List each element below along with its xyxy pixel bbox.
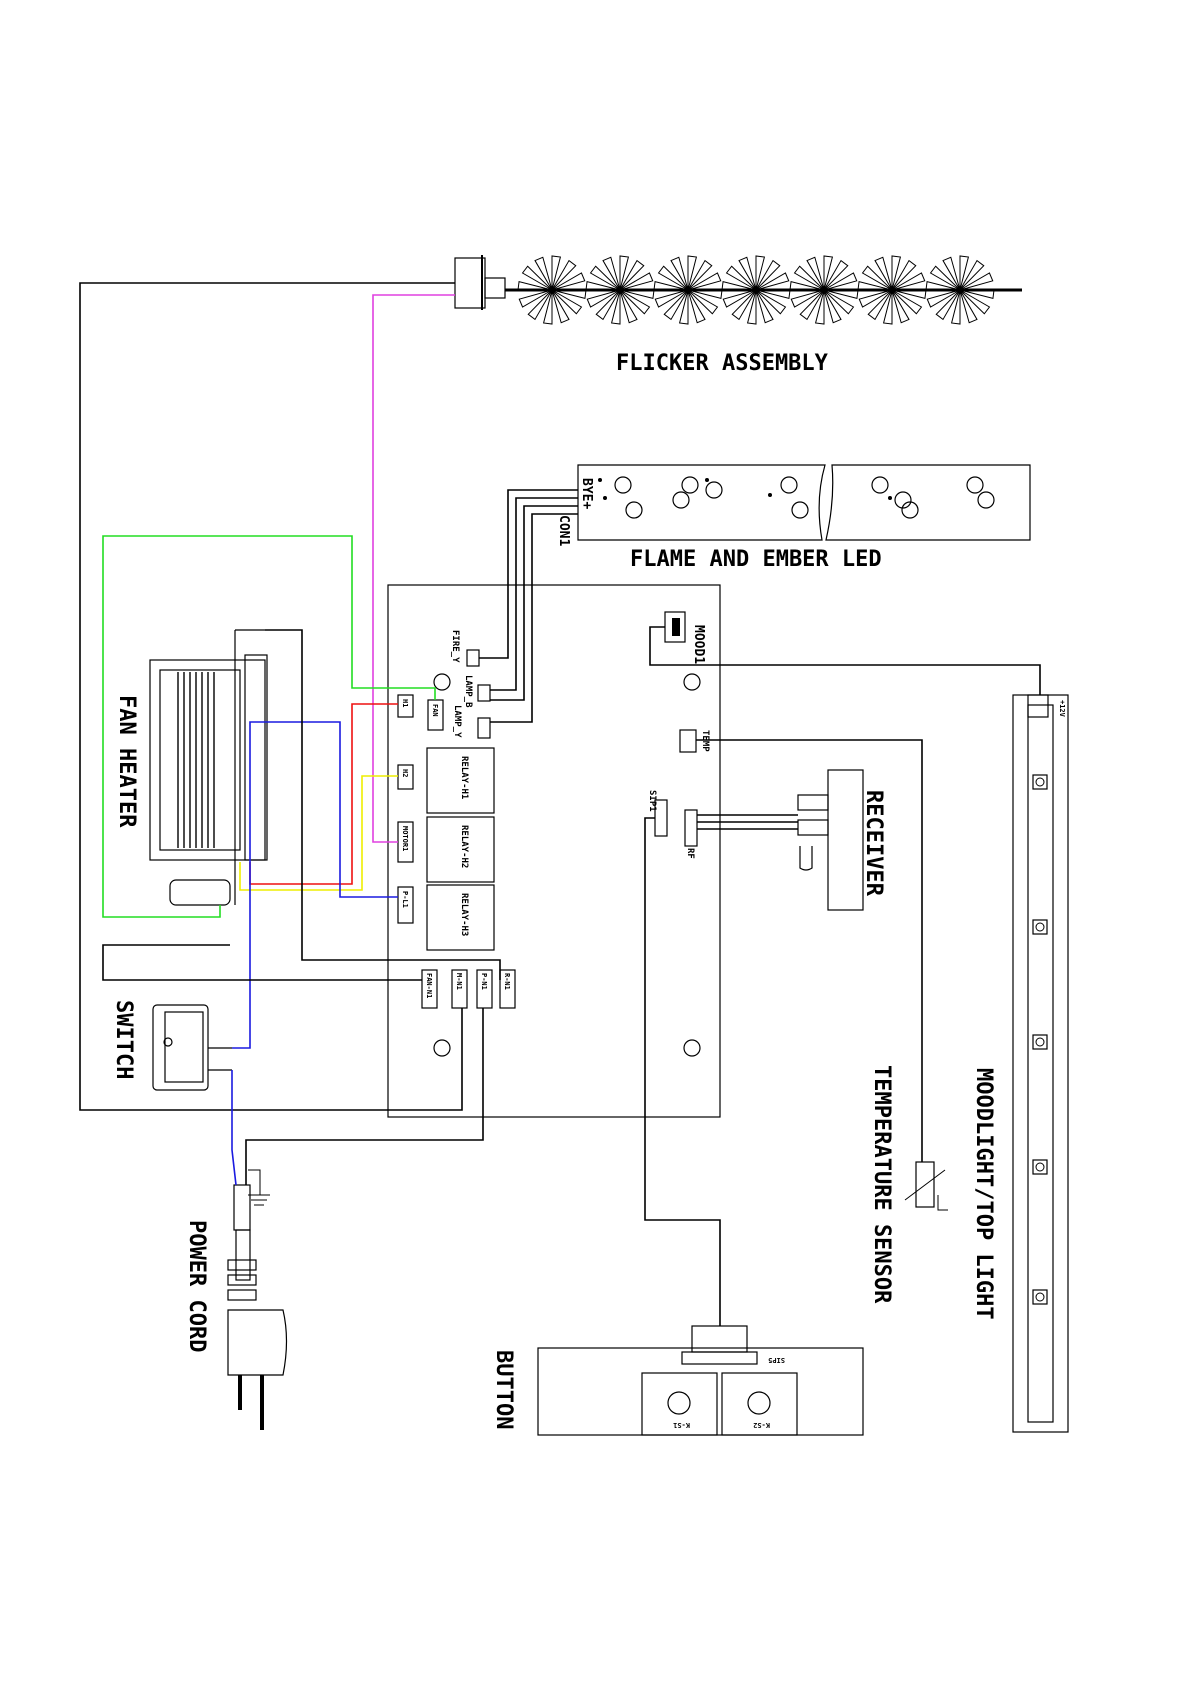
power-cord-plug [228, 1170, 287, 1430]
mood-led-lens [1036, 778, 1044, 786]
mood-led-lens [1036, 1163, 1044, 1171]
led-pad [705, 478, 709, 482]
led-pad [603, 496, 607, 500]
flame-ember-led-label: FLAME AND EMBER LED [630, 547, 882, 572]
flicker-blade [926, 256, 994, 324]
svg-text:SIP5: SIP5 [768, 1356, 785, 1364]
moodlight-leds [1033, 775, 1047, 1304]
lamp-y-label: LAMP_Y [452, 705, 462, 738]
moodlight-bar [1013, 695, 1068, 1432]
led-array [598, 477, 994, 518]
mount-hole [684, 1040, 700, 1056]
svg-text:H2: H2 [401, 769, 409, 777]
led [673, 492, 689, 508]
fire-y-label: FIRE_Y [450, 630, 460, 663]
flicker-blade [790, 256, 858, 324]
mood1-label: MOOD1 [691, 625, 706, 664]
moodlight-label: MOODLIGHT/TOP LIGHT [971, 1068, 996, 1320]
svg-text:K-S1: K-S1 [673, 1421, 690, 1429]
flicker-blade [722, 256, 790, 324]
led [967, 477, 983, 493]
mood-led-lens [1036, 1293, 1044, 1301]
sip5-connector [682, 1352, 757, 1364]
led-pad [768, 493, 772, 497]
flicker-blade [654, 256, 722, 324]
led [706, 482, 722, 498]
led [615, 477, 631, 493]
led [781, 477, 797, 493]
svg-text:+12V: +12V [1058, 700, 1066, 718]
flame-ember-led-board [578, 465, 1030, 540]
led [682, 477, 698, 493]
temp-connector [680, 730, 696, 752]
led [978, 492, 994, 508]
power-cord-label: POWER CORD [184, 1220, 209, 1352]
svg-text:K-S2: K-S2 [753, 1421, 770, 1429]
led-pad [598, 478, 602, 482]
mood-led [1033, 1290, 1047, 1304]
mood-led [1033, 1160, 1047, 1174]
svg-text:FAN-N1: FAN-N1 [425, 973, 433, 998]
wiring [80, 283, 1040, 1326]
temperature-sensor-label: TEMPERATURE SENSOR [869, 1065, 894, 1304]
mood-led-lens [1036, 923, 1044, 931]
flicker-blades [518, 256, 994, 324]
svg-text:P-N1: P-N1 [480, 973, 488, 990]
flicker-assembly [455, 255, 1022, 324]
mood-led [1033, 1035, 1047, 1049]
bye-label: BYE+ [579, 478, 594, 509]
svg-text:P-L1: P-L1 [401, 891, 409, 908]
svg-text:RELAY-H2: RELAY-H2 [459, 825, 469, 868]
sip1-label: SIP1 [647, 790, 657, 812]
mount-hole [434, 1040, 450, 1056]
receiver-label: RECEIVER [861, 790, 886, 897]
flicker-blade [518, 256, 586, 324]
button-label: BUTTON [491, 1350, 516, 1429]
led [626, 502, 642, 518]
mount-hole [434, 674, 450, 690]
rf-connector [685, 810, 697, 846]
led-pad [888, 496, 892, 500]
con1-label: CON1 [556, 515, 571, 546]
rf-label: RF [685, 848, 695, 859]
led [792, 502, 808, 518]
receiver-module [828, 770, 863, 910]
svg-text:RELAY-H1: RELAY-H1 [459, 756, 469, 799]
lamp-b-label: LAMP_B [463, 675, 473, 708]
flicker-assembly-label: FLICKER ASSEMBLY [616, 351, 829, 376]
fan-heater-label: FAN HEATER [114, 695, 139, 828]
svg-text:M-N1: M-N1 [455, 973, 463, 990]
mount-hole [684, 674, 700, 690]
svg-text:R-N1: R-N1 [503, 973, 511, 990]
svg-text:MOTOR1: MOTOR1 [401, 826, 409, 851]
svg-text:RELAY-H3: RELAY-H3 [459, 893, 469, 936]
button-board [538, 1348, 863, 1435]
switch-label: SWITCH [111, 1000, 136, 1079]
svg-text:H1: H1 [401, 699, 409, 707]
mood-led [1033, 775, 1047, 789]
mood-led-lens [1036, 1038, 1044, 1046]
svg-text:FAN: FAN [431, 704, 439, 717]
temp-label: TEMP [700, 730, 710, 752]
flicker-blade [586, 256, 654, 324]
rocker-switch [153, 1005, 232, 1090]
led [872, 477, 888, 493]
flicker-blade [858, 256, 926, 324]
mood-led [1033, 920, 1047, 934]
